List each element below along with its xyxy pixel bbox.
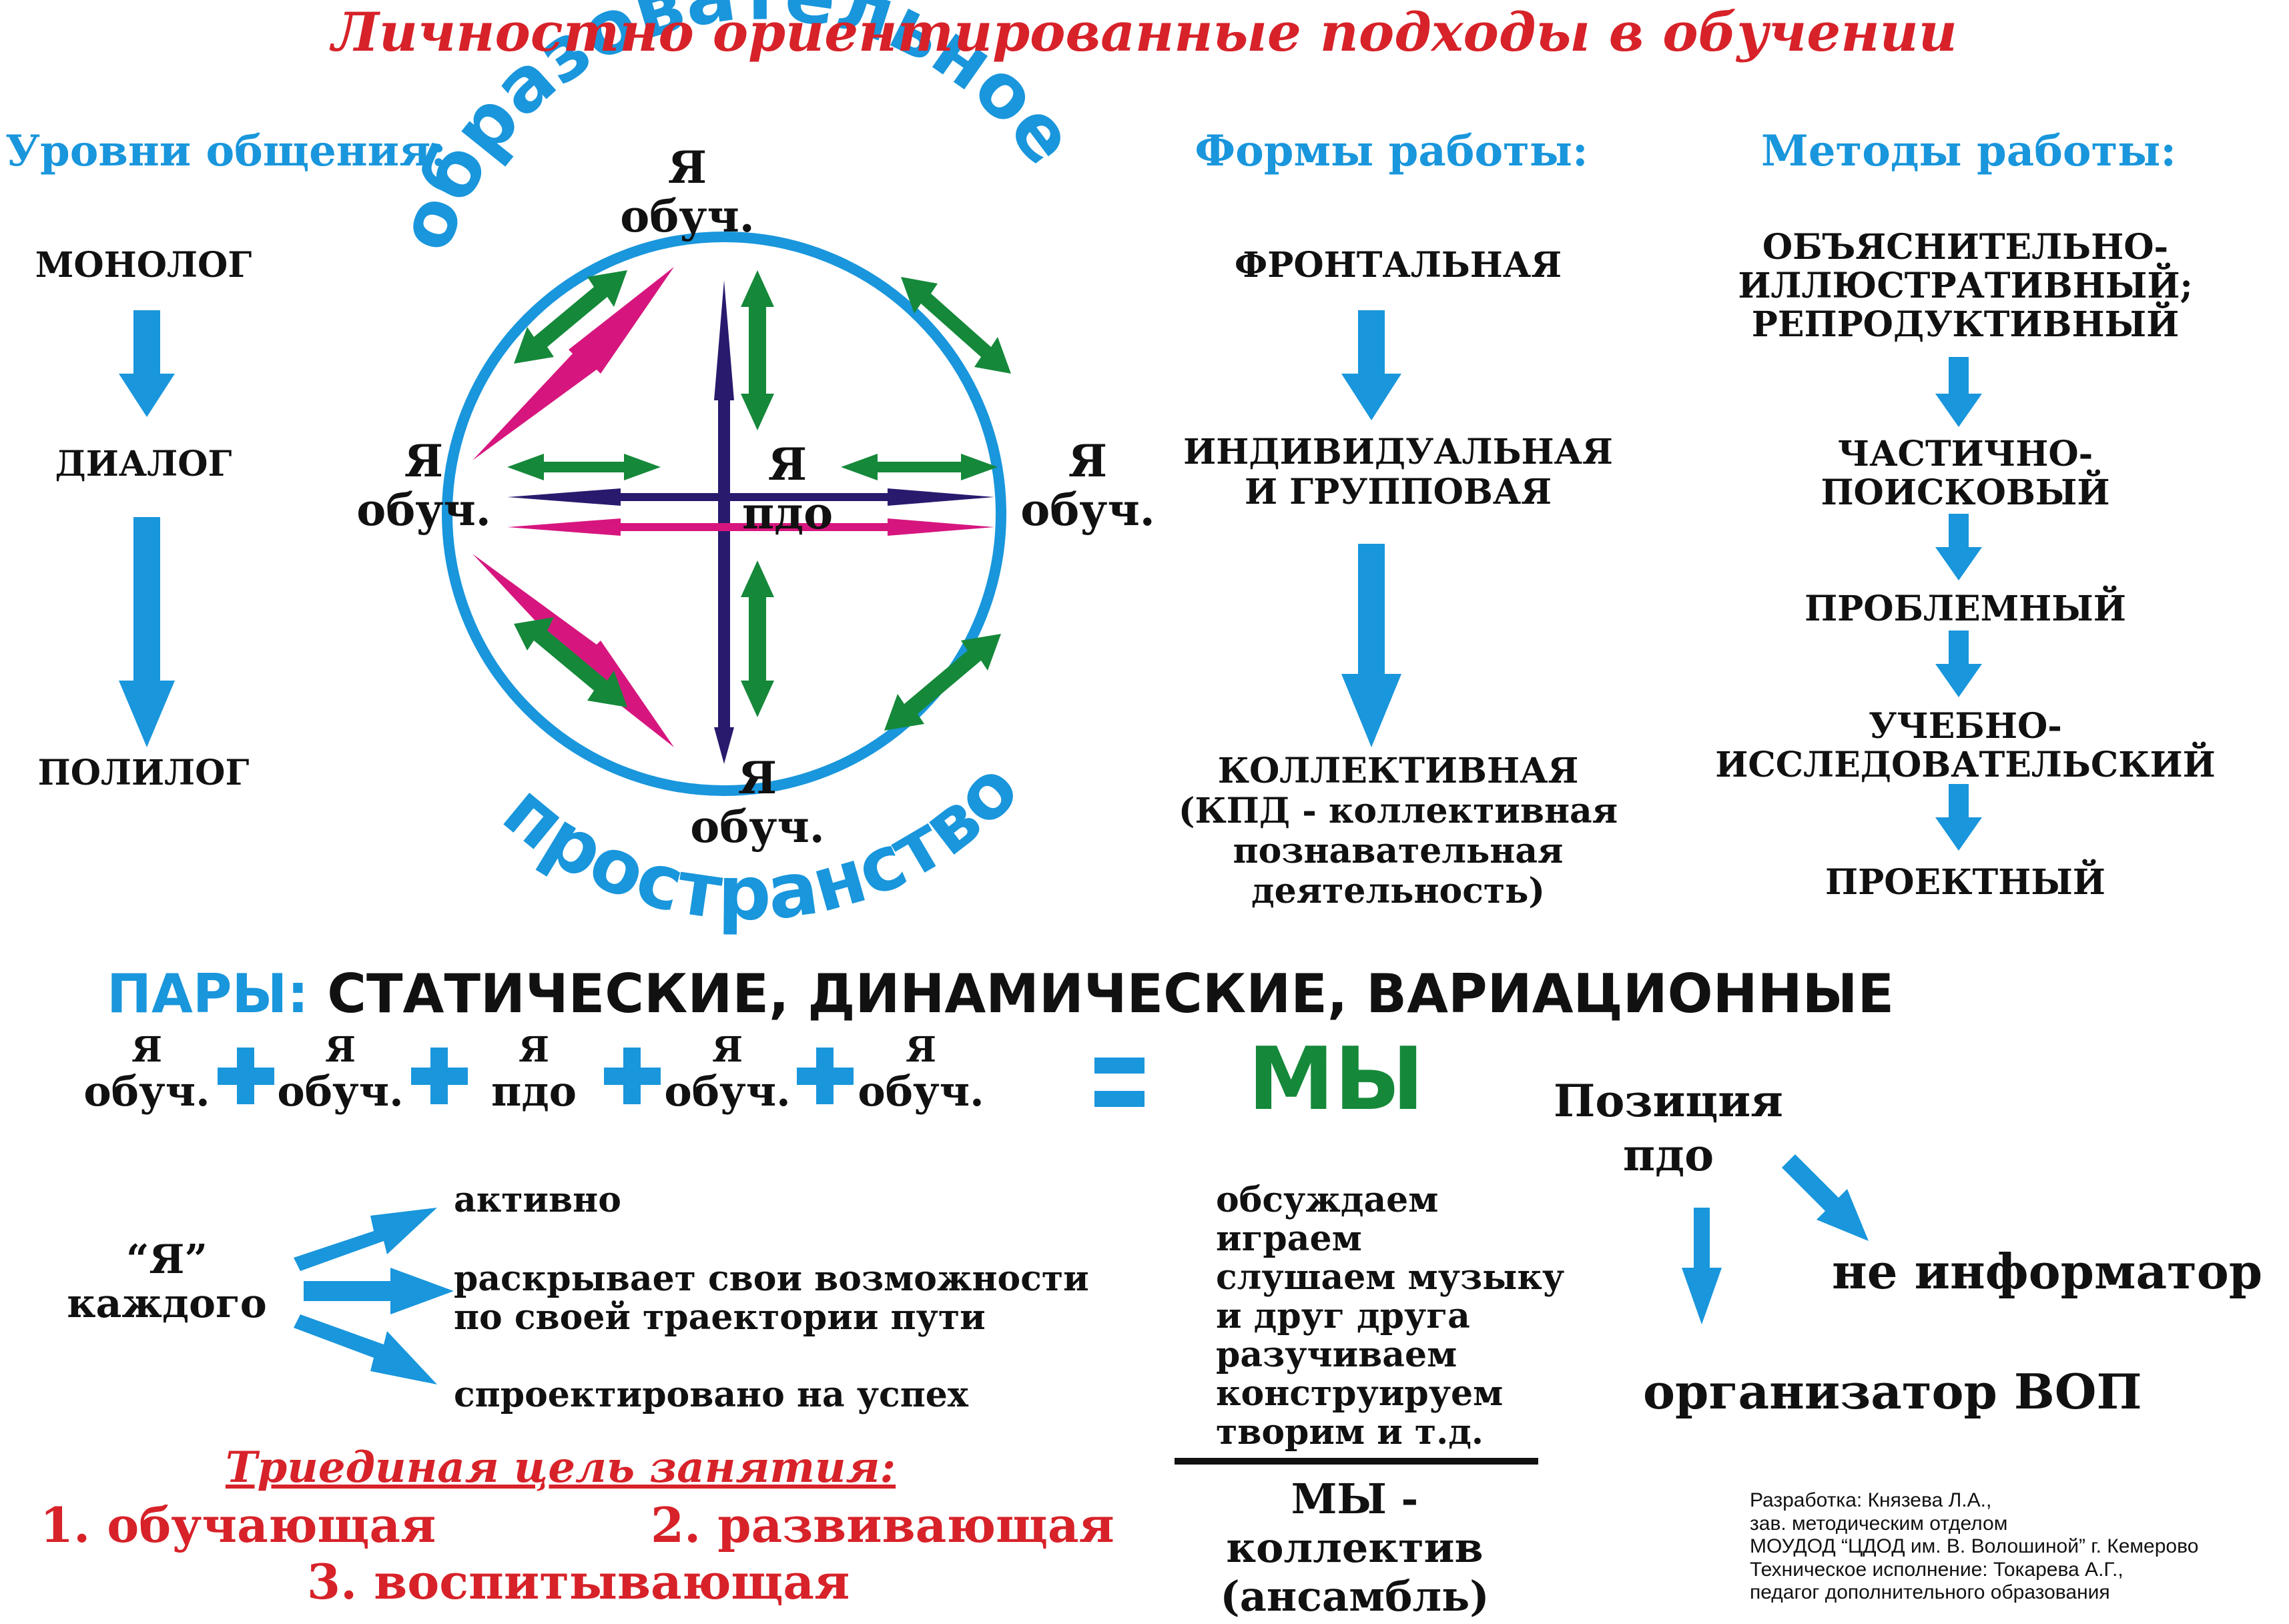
position-not-informer: не информатор [1832,1243,2263,1300]
form-collective: КОЛЛЕКТИВНАЯ [1217,751,1579,791]
form-kpd-3: деятельность) [1251,871,1545,911]
method-1b: ИЛЛЮСТРАТИВНЫЙ; [1738,266,2193,306]
method-1a: ОБЪЯСНИТЕЛЬНО- [1762,227,2169,268]
credits: Разработка: Князева Л.А., зав. методичес… [1750,1489,2199,1603]
method-2a: ЧАСТИЧНО- [1837,434,2093,474]
method-2b: ПОИСКОВЫЙ [1821,472,2110,513]
each-success: спроектировано на успех [454,1374,968,1415]
goal-1: 1. обучающая [40,1497,436,1553]
we-collective: МЫ - коллектив (ансамбль) [1220,1475,1490,1621]
level-monolog: МОНОЛОГ [35,245,252,286]
method-4a: УЧЕБНО- [1869,706,2062,747]
form-frontal: ФРОНТАЛЬНАЯ [1234,245,1562,286]
goal-heading: Триединая цель занятия: [225,1443,896,1493]
page-title: Личностно ориентированные подходы в обуч… [332,1,1957,63]
divider-line [1175,1458,1538,1465]
form-kpd-1: (КПД - коллективная [1178,791,1618,831]
each-arrows [294,1208,454,1384]
pairs-line: ПАРЫ: СТАТИЧЕСКИЕ, ДИНАМИЧЕСКИЕ, ВАРИАЦИ… [107,967,1894,1021]
result-we: МЫ [1248,1028,1425,1130]
method-4b: ИССЛЕДОВАТЕЛЬСКИЙ [1715,745,2216,785]
levels-heading: Уровни общения: [5,126,446,176]
each-reveals-1: раскрывает свои возможности [454,1258,1089,1299]
plus-signs [218,1048,854,1104]
method-1c: РЕПРОДУКТИВНЫЙ [1751,304,2180,345]
forms-heading: Формы работы: [1195,126,1588,176]
form-individual: ИНДИВИДУАЛЬНАЯ [1183,432,1613,472]
activities-list: обсуждаем играем слушаем музыку и друг д… [1216,1180,1565,1453]
form-kpd-2: познавательная [1233,831,1564,871]
each-reveals-2: по своей траектории пути [454,1297,986,1338]
forms-arrows [1341,310,1401,747]
goal-2: 2. развивающая [651,1497,1114,1553]
levels-arrows [119,310,175,747]
level-polilog: ПОЛИЛОГ [37,753,250,793]
goal-3: 3. воспитывающая [307,1553,850,1610]
equals-sign [1094,1058,1144,1107]
green-double-arrows [507,270,1011,731]
methods-heading: Методы работы: [1760,126,2177,176]
methods-arrows [1935,357,1982,851]
level-dialog: ДИАЛОГ [55,444,232,484]
method-3: ПРОБЛЕМНЫЙ [1805,588,2126,629]
each-active: активно [454,1180,621,1220]
space-circle [442,232,1006,796]
method-5: ПРОЕКТНЫЙ [1825,862,2105,903]
position-arrows [1682,1154,1869,1324]
pairs-label: ПАРЫ: [107,963,309,1025]
each-label: “Я”каждого [67,1236,267,1327]
pairs-text: СТАТИЧЕСКИЕ, ДИНАМИЧЕСКИЕ, ВАРИАЦИОННЫЕ [327,963,1895,1025]
form-group: И ГРУППОВАЯ [1244,472,1552,512]
navy-cross-arrows [507,280,994,764]
position-organizer: организатор ВОП [1643,1363,2142,1420]
